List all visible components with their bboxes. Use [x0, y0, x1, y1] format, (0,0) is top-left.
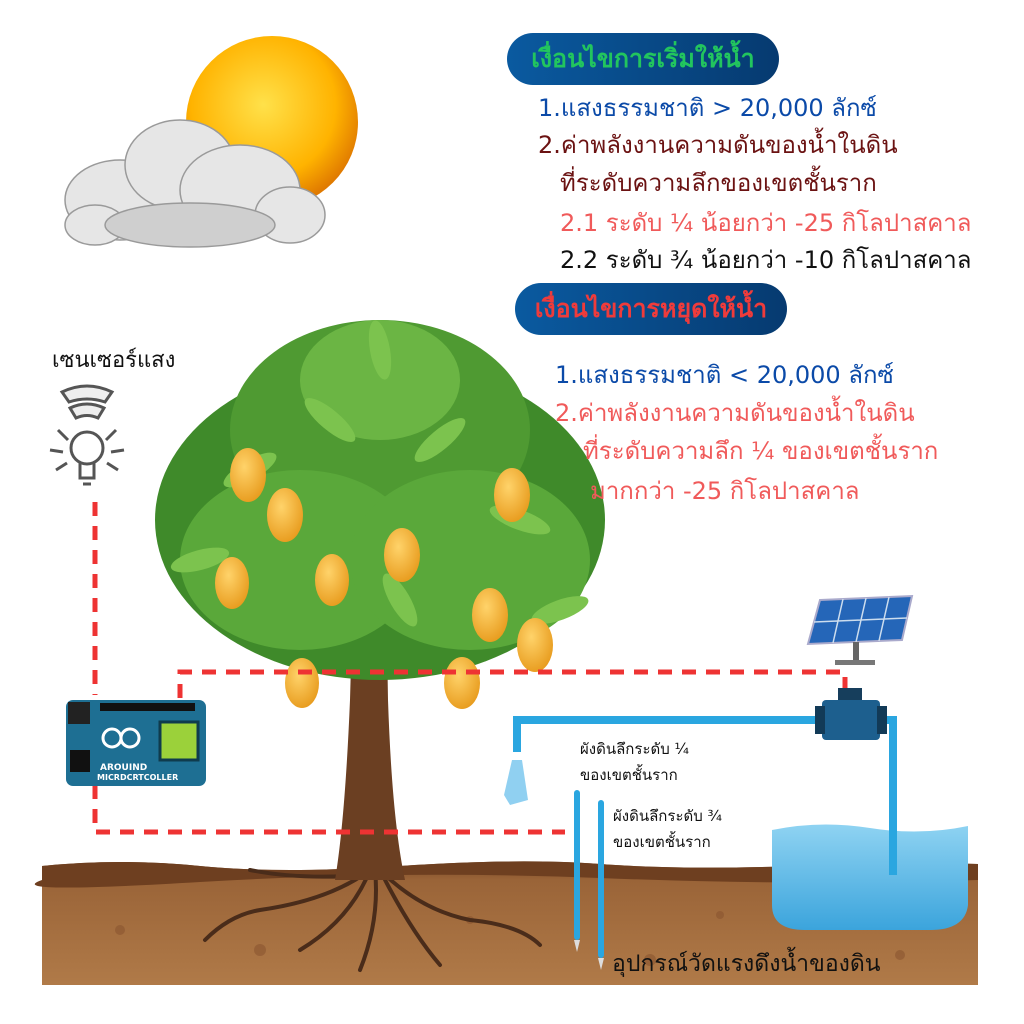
- probe-quarter-label-2: ของเขตชั้นราก: [580, 766, 678, 784]
- water-spray: [504, 760, 528, 805]
- stop-condition-2-cont: ที่ระดับความลึก ¼ ของเขตชั้นราก: [583, 437, 939, 465]
- start-condition-2: 2.ค่าพลังงานความดันของน้ำในดิน: [538, 131, 898, 159]
- tree-roots: [203, 868, 542, 972]
- probe-quarter-label-1: ผังดินลึกระดับ ¼: [580, 740, 690, 758]
- start-condition-2-cont: ที่ระดับความลึกของเขตชั้นราก: [560, 169, 877, 197]
- solar-panel-icon: [806, 594, 914, 665]
- cloud-icon: [64, 119, 326, 248]
- stop-conditions-title: เงื่อนไขการหยุดให้น้ำ: [515, 283, 787, 335]
- stop-title-text: เงื่อนไขการหยุดให้น้ำ: [534, 294, 768, 323]
- microcontroller-board: AROUIND MICRDCRTCOLLER: [66, 700, 206, 786]
- start-condition-2-2: 2.2 ระดับ ¾ น้อยกว่า -10 กิโลปาสคาล: [560, 246, 972, 274]
- stop-condition-2-threshold: มากกว่า -25 กิโลปาสคาล: [590, 477, 860, 505]
- pump-valve-icon: [815, 688, 887, 740]
- signal-wires: [92, 502, 848, 835]
- stop-condition-1: 1.แสงธรรมชาติ < 20,000 ลักซ์: [555, 361, 894, 389]
- stop-condition-2: 2.ค่าพลังงานความดันของน้ำในดิน: [555, 399, 915, 427]
- board-label-1: AROUIND: [100, 763, 147, 773]
- start-condition-1: 1.แสงธรรมชาติ > 20,000 ลักซ์: [538, 94, 877, 122]
- tensiometer-probes: [574, 790, 604, 970]
- water-tank: [772, 824, 968, 930]
- probe-three-quarter-label-2: ของเขตชั้นราก: [613, 833, 711, 851]
- start-title-text: เงื่อนไขการเริ่มให้น้ำ: [531, 44, 755, 73]
- start-condition-2-1: 2.1 ระดับ ¼ น้อยกว่า -25 กิโลปาสคาล: [560, 209, 972, 237]
- start-conditions-title: เงื่อนไขการเริ่มให้น้ำ: [507, 33, 779, 85]
- board-label-2: MICRDCRTCOLLER: [97, 773, 178, 782]
- soil: [42, 861, 978, 985]
- light-sensor-label: เซนเซอร์แสง: [52, 348, 176, 373]
- light-sensor-icon: [49, 384, 125, 486]
- probe-three-quarter-label-1: ผังดินลึกระดับ ¾: [613, 807, 723, 825]
- tensiometer-label: อุปกรณ์วัดแรงดึงน้ำของดิน: [612, 951, 881, 977]
